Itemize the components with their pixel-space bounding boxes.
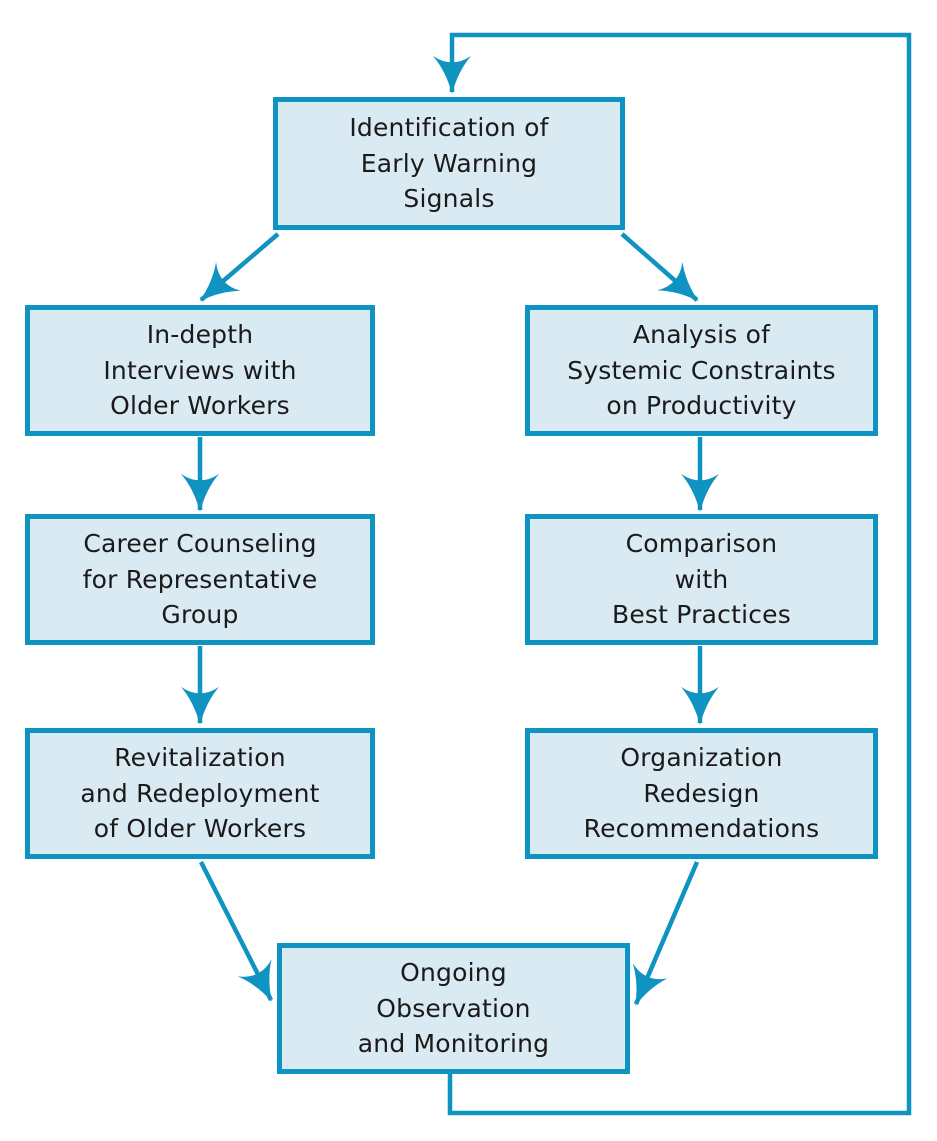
edge-redesign-to-monitoring — [632, 861, 700, 1006]
node-revitalization: Revitalization and Redeployment of Older… — [25, 728, 375, 859]
node-identification: Identification of Early Warning Signals — [273, 97, 625, 230]
edge-revitalization-to-monitoring — [198, 860, 274, 1002]
node-redesign: Organization Redesign Recommendations — [525, 728, 878, 859]
node-interviews: In-depth Interviews with Older Workers — [25, 305, 375, 436]
edge-monitoring-to-identification — [433, 32, 912, 1116]
edge-identification-to-analysis — [620, 232, 699, 302]
node-monitoring: Ongoing Observation and Monitoring — [277, 943, 630, 1074]
edge-identification-to-interviews — [199, 232, 280, 302]
node-comparison: Comparison with Best Practices — [525, 514, 878, 645]
node-analysis: Analysis of Systemic Constraints on Prod… — [525, 305, 878, 436]
node-counseling: Career Counseling for Representative Gro… — [25, 514, 375, 645]
